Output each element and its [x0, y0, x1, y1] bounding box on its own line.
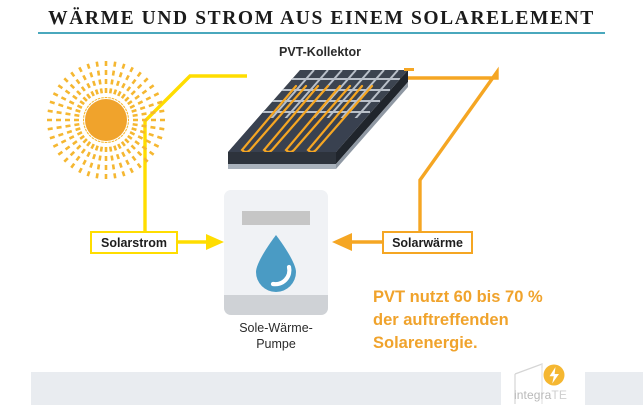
integrate-logo: integraTE [512, 362, 590, 405]
callout-solarwaerme: Solarwärme [382, 231, 473, 254]
efficiency-statement: PVT nutzt 60 bis 70 % der auftreffenden … [373, 286, 635, 355]
title-underline-divider [38, 32, 605, 34]
heat-pump-label: Sole-Wärme- Pumpe [202, 320, 350, 352]
efficiency-statement-line1: PVT nutzt 60 bis 70 % [373, 288, 543, 306]
footer-bar-left [31, 372, 501, 405]
heat-pump-base [224, 295, 328, 315]
logo-wordmark: integraTE [514, 388, 567, 402]
efficiency-statement-line3: Solarenergie. [373, 334, 478, 352]
callout-solarstrom: Solarstrom [90, 231, 178, 254]
callout-solarstrom-label: Solarstrom [101, 235, 167, 250]
pvt-collector-graphic [222, 66, 414, 179]
page-title: WÄRME UND STROM AUS EINEM SOLARELEMENT [48, 8, 595, 29]
efficiency-statement-line2: der auftreffenden [373, 311, 509, 329]
footer-bar-right [585, 372, 643, 405]
callout-solarwaerme-label: Solarwärme [392, 235, 463, 250]
heat-pump-label-line1: Sole-Wärme- [239, 321, 313, 335]
collector-label: PVT-Kollektor [279, 45, 361, 59]
sun-icon [42, 56, 170, 184]
water-droplet-icon [253, 234, 299, 292]
heat-pump-label-line2: Pumpe [256, 337, 296, 351]
logo-wordmark-main: integra [514, 388, 552, 402]
heat-pump-display-panel [242, 211, 310, 225]
logo-wordmark-accent: TE [551, 388, 567, 402]
heat-pump-unit [224, 190, 328, 315]
